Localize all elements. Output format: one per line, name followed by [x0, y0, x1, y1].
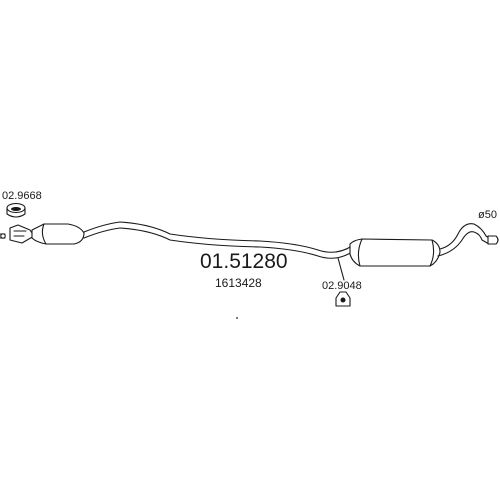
stray-dot — [236, 317, 238, 319]
intermediate-pipe — [83, 221, 353, 259]
hanger-part-label: 02.9048 — [322, 280, 362, 292]
tail-diameter-label: ø50 — [478, 209, 497, 221]
part-number: 01.51280 — [200, 250, 288, 273]
tail-pipe — [437, 223, 499, 257]
clamp-part-label: 02.9668 — [2, 190, 42, 202]
oe-number: 1613428 — [215, 276, 262, 290]
clamp-part-front — [6, 202, 26, 218]
hanger-part-rear — [335, 257, 351, 307]
rear-silencer — [349, 238, 441, 267]
front-silencer — [9, 223, 85, 245]
front-flange-tip — [0, 233, 6, 239]
